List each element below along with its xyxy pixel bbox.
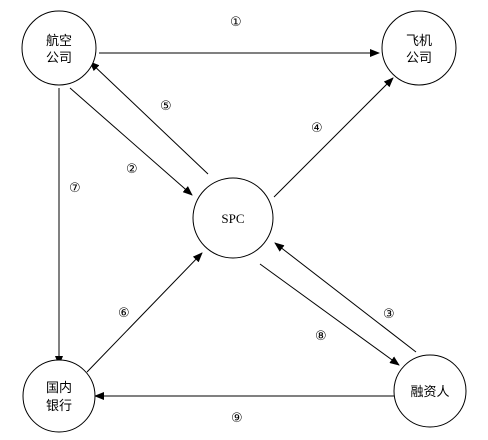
step-label-4: ④	[311, 121, 323, 136]
arrow-5-spc-to-airline	[89, 61, 209, 175]
node-spc: SPC	[192, 177, 274, 259]
arrow-8-spc-to-lessor	[259, 263, 400, 366]
step-label-8: ⑧	[315, 329, 327, 344]
step-label-6: ⑥	[118, 306, 130, 321]
node-domestic-bank-line1: 国内	[46, 380, 72, 396]
arrow-3-lessor-to-spc	[274, 242, 417, 353]
node-aircraft-company-line1: 飞机	[406, 34, 432, 49]
node-aircraft-company-line2: 公司	[406, 51, 432, 66]
step-label-5: ⑤	[160, 99, 172, 114]
node-lessor-label: 融资人	[410, 385, 449, 400]
node-airline-line1: 航空	[46, 33, 72, 49]
node-aircraft-company: 飞机 公司	[381, 10, 457, 86]
node-spc-label: SPC	[221, 211, 244, 226]
arrows	[55, 49, 417, 400]
node-lessor: 融资人	[393, 354, 467, 428]
arrow-4-spc-to-aircraft-company	[273, 77, 394, 198]
node-domestic-bank-line2: 银行	[46, 399, 72, 414]
step-label-9: ⑨	[231, 411, 243, 426]
step-label-1: ①	[230, 15, 242, 30]
arrow-2-airline-to-spc	[69, 87, 193, 196]
arrow-6-domestic-bank-to-spc	[86, 252, 203, 373]
node-domestic-bank: 国内 银行	[22, 359, 96, 433]
step-label-2: ②	[126, 162, 138, 177]
node-airline: 航空 公司	[21, 10, 97, 86]
step-labels: ① ② ③ ④ ⑤ ⑥ ⑦ ⑧ ⑨	[69, 15, 395, 426]
node-airline-line2: 公司	[46, 51, 72, 66]
step-label-3: ③	[383, 307, 395, 322]
step-label-7: ⑦	[69, 181, 81, 196]
